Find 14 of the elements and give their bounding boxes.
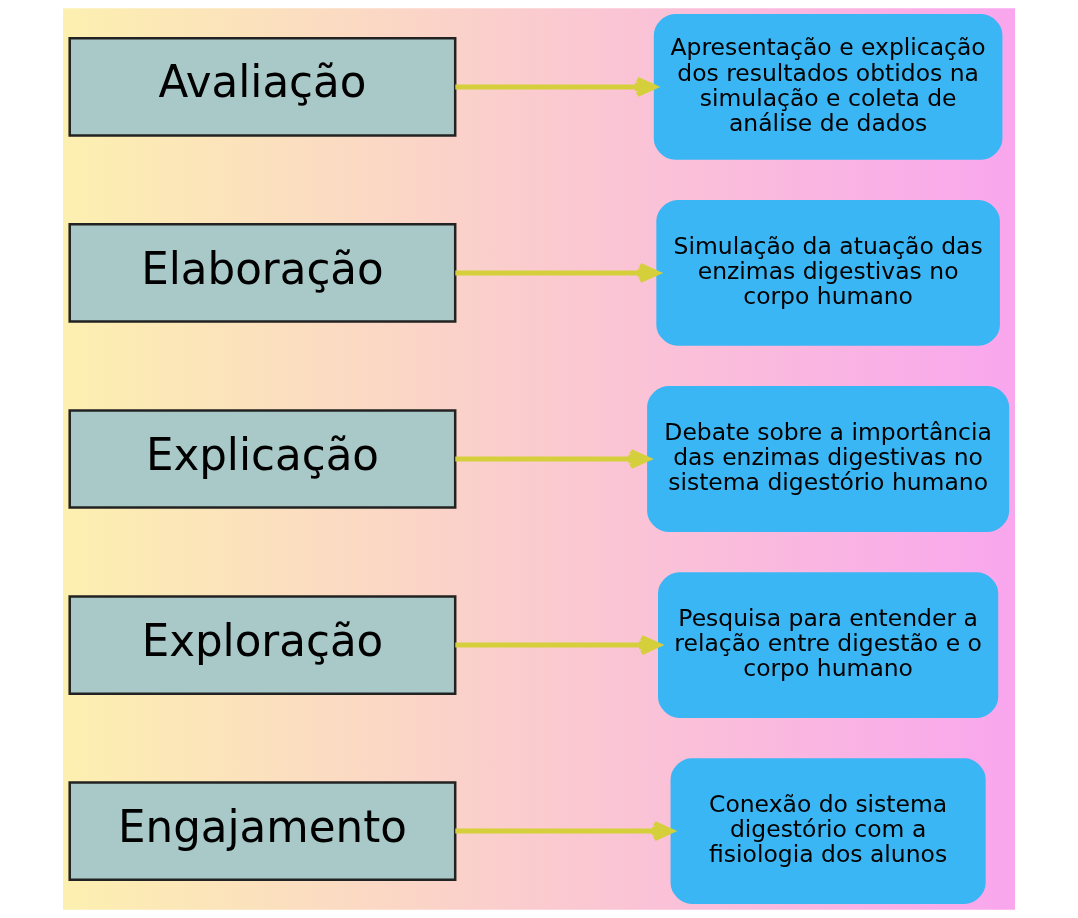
node-box: Apresentação e explicação dos resultados obtidos na simulação e coleta de análise de dados bbox=[653, 14, 1003, 160]
node-box: Explicação bbox=[68, 409, 457, 509]
node-box: Avaliação bbox=[68, 37, 457, 137]
node-box: Elaboração bbox=[68, 223, 457, 323]
node-box: Pesquisa para entender a relação entre digestão e o corpo humano bbox=[658, 572, 999, 718]
node-box: Simulação da atuação das enzimas digestivas no corpo humano bbox=[656, 200, 1000, 346]
node-box: Conexão do sistema digestório com a fisiologia dos alunos bbox=[670, 758, 986, 904]
arrow bbox=[455, 821, 674, 842]
arrow bbox=[455, 448, 651, 470]
arrow bbox=[455, 262, 660, 283]
arrow bbox=[455, 76, 657, 97]
node-box: Engajamento bbox=[68, 781, 457, 881]
node-box: Debate sobre a importância das enzimas digestivas no sistema digestório humano bbox=[647, 386, 1010, 532]
node-box: Exploração bbox=[68, 595, 457, 695]
